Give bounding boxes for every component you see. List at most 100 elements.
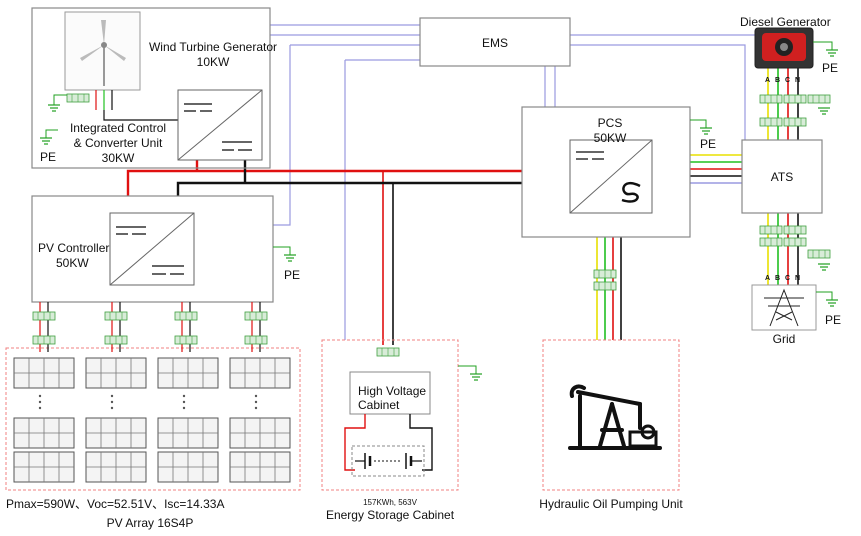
battery-wires bbox=[344, 414, 433, 471]
breaker-icon bbox=[783, 94, 807, 104]
breaker-icon bbox=[783, 117, 807, 127]
battery-icon bbox=[351, 445, 425, 477]
breaker-icon bbox=[759, 94, 783, 104]
phase-b-label: B bbox=[775, 275, 781, 282]
phase-c-label: C bbox=[785, 275, 791, 282]
breaker-icon bbox=[32, 335, 56, 345]
pv-panels bbox=[13, 357, 291, 483]
grid-label: Grid bbox=[772, 332, 796, 346]
phase-n-label: N bbox=[795, 275, 801, 282]
breaker-icon bbox=[174, 311, 198, 321]
pv-panel-icon bbox=[157, 357, 219, 389]
pv-string-wires bbox=[39, 302, 261, 352]
breaker-icon bbox=[244, 335, 268, 345]
storage-label: Energy Storage Cabinet bbox=[325, 508, 455, 522]
phase-n-label: N bbox=[795, 77, 801, 84]
pv-panel-icon bbox=[229, 417, 291, 449]
control-unit-line2: & Converter Unit bbox=[73, 136, 163, 150]
wind-breaker-icon bbox=[66, 93, 90, 103]
control-unit-line1: Integrated Control bbox=[69, 121, 167, 135]
pv-array-box bbox=[5, 347, 301, 491]
ground-icon bbox=[469, 373, 483, 381]
ground-label: PE bbox=[284, 268, 301, 282]
breaker-icon bbox=[783, 237, 807, 247]
pv-panel-icon bbox=[13, 357, 75, 389]
pv-panel-icon bbox=[13, 451, 75, 483]
wind-turbine-box bbox=[31, 7, 271, 169]
ground-icon bbox=[817, 107, 831, 115]
ems-box[interactable] bbox=[419, 17, 571, 67]
breaker-icon bbox=[174, 335, 198, 345]
diesel-generator-icon bbox=[754, 27, 814, 69]
pv-controller-rating: 50KW bbox=[56, 256, 89, 270]
pv-panel-icon bbox=[229, 451, 291, 483]
ground-icon bbox=[39, 137, 53, 145]
breaker-icon bbox=[244, 311, 268, 321]
ground-icon bbox=[825, 299, 839, 307]
pump-unit-box bbox=[542, 339, 680, 491]
breaker-icon bbox=[759, 237, 783, 247]
ground-label: PE bbox=[40, 150, 57, 164]
diesel-generator-label: Diesel Generator bbox=[740, 15, 831, 29]
wind-turbine-icon bbox=[64, 11, 141, 91]
pv-controller-label: PV Controller bbox=[38, 241, 110, 255]
ground-label: PE bbox=[700, 137, 717, 151]
ground-icon bbox=[817, 263, 831, 271]
dc-bus-lines bbox=[126, 160, 570, 345]
ground-icon bbox=[699, 127, 713, 135]
energy-storage-box bbox=[321, 339, 459, 491]
breaker-icon bbox=[759, 117, 783, 127]
breaker-icon bbox=[593, 281, 617, 291]
pcs-label: PCS bbox=[597, 116, 623, 130]
wind-turbine-rating: 10KW bbox=[196, 55, 230, 69]
transmission-tower-icon bbox=[764, 288, 804, 327]
phase-a-label: A bbox=[765, 275, 771, 282]
breaker-icon bbox=[807, 249, 831, 259]
ground-icon bbox=[47, 104, 61, 112]
ground-icon bbox=[283, 254, 297, 262]
pv-panel-icon bbox=[13, 417, 75, 449]
breaker-icon bbox=[593, 269, 617, 279]
converter-icon-wind bbox=[177, 89, 263, 161]
breaker-icon bbox=[783, 225, 807, 235]
grid-box bbox=[751, 284, 817, 331]
wind-turbine-title: Wind Turbine Generator bbox=[148, 40, 278, 54]
control-unit-rating: 30KW bbox=[101, 151, 135, 165]
ats-box[interactable] bbox=[741, 139, 823, 214]
breaker-icon bbox=[32, 311, 56, 321]
phase-a-label: A bbox=[765, 77, 771, 84]
converter-icon-pcs bbox=[569, 139, 653, 214]
pump-label: Hydraulic Oil Pumping Unit bbox=[539, 497, 683, 511]
comm-lines bbox=[270, 24, 760, 340]
breaker-icon bbox=[376, 347, 400, 357]
pv-panel-icon bbox=[157, 417, 219, 449]
pv-array-label: PV Array 16S4P bbox=[106, 516, 194, 530]
phase-c-label: C bbox=[785, 77, 791, 84]
breaker-icon bbox=[759, 225, 783, 235]
ground-label: PE bbox=[822, 61, 839, 75]
pv-panel-icon bbox=[157, 451, 219, 483]
oil-pump-icon bbox=[568, 384, 662, 450]
breaker-icon bbox=[807, 94, 831, 104]
pcs-rating: 50KW bbox=[593, 131, 627, 145]
pv-panel-icon bbox=[229, 357, 291, 389]
wind-turbine-wires bbox=[95, 90, 178, 121]
hv-cabinet-box bbox=[349, 371, 431, 415]
converter-icon-pv bbox=[109, 212, 195, 286]
pv-panel-icon bbox=[85, 417, 147, 449]
hv-cabinet-line1: High Voltage bbox=[358, 384, 427, 398]
pv-panel-icon bbox=[85, 357, 147, 389]
ground-label: PE bbox=[825, 313, 842, 327]
pv-array-spec: Pmax=590W、Voc=52.51V、Isc=14.33A bbox=[6, 497, 225, 511]
ground-icon bbox=[825, 49, 839, 57]
ems-label: EMS bbox=[481, 36, 508, 50]
breaker-icon bbox=[104, 311, 128, 321]
pv-ellipsis bbox=[38, 394, 258, 410]
breaker-icon bbox=[104, 335, 128, 345]
pv-panel-icon bbox=[85, 451, 147, 483]
storage-spec: 157KWh, 563V bbox=[363, 498, 417, 507]
ats-label: ATS bbox=[770, 170, 794, 184]
phase-b-label: B bbox=[775, 77, 781, 84]
ac-lines-gen-grid bbox=[767, 68, 799, 285]
